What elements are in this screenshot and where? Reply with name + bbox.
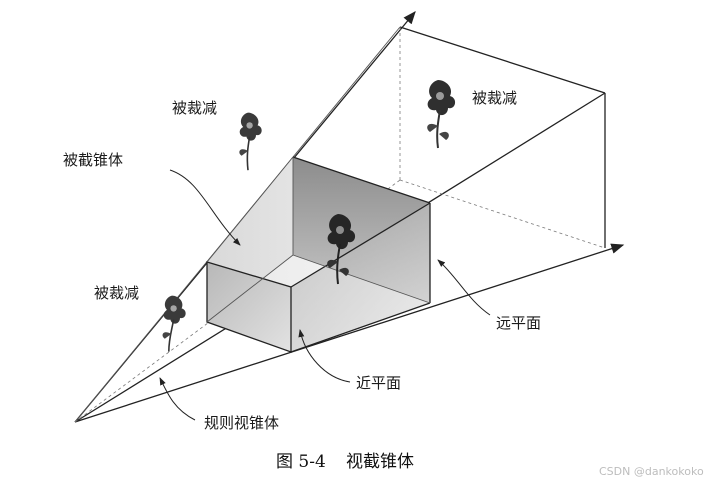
pointer-lines (159, 169, 491, 421)
frustum-top-left-edge (206, 156, 294, 263)
frustum-pointer (169, 169, 241, 246)
flower-object-far (427, 80, 456, 149)
watermark-text: CSDN @dankokoko (599, 465, 704, 478)
label-frustum: 被截锥体 (63, 151, 123, 169)
pyramid-edge-bottom (74, 243, 625, 423)
label-clipped-top-left: 被裁减 (172, 99, 217, 117)
figure-number: 图 5-4 (276, 452, 326, 472)
label-clipped-left: 被裁减 (94, 284, 139, 302)
near-plane-pointer (298, 329, 351, 383)
far-plane-pointer (437, 259, 491, 316)
flower-object-top-left (239, 112, 262, 171)
frustum-top-back-edge (292, 156, 431, 204)
frustum-bottom-left-edge (206, 254, 294, 323)
frustum-top-right-edge (290, 202, 431, 288)
regular-frustum-pointer (159, 377, 196, 421)
label-clipped-top-right: 被裁减 (472, 89, 517, 107)
label-regular-frustum: 规则视锥体 (204, 414, 279, 432)
label-near-plane: 近平面 (356, 374, 401, 392)
flower-object-left (162, 295, 186, 352)
far-base-top (399, 26, 606, 94)
frustum-bottom-right-edge (290, 302, 431, 353)
far-base-bottom-hidden (399, 179, 606, 249)
label-far-plane: 远平面 (496, 314, 541, 332)
figure-title: 视截锥体 (346, 452, 414, 472)
flower-object-inside (327, 214, 356, 285)
frustum-solid (206, 156, 431, 353)
frustum-back-bottom-edge (292, 254, 431, 304)
